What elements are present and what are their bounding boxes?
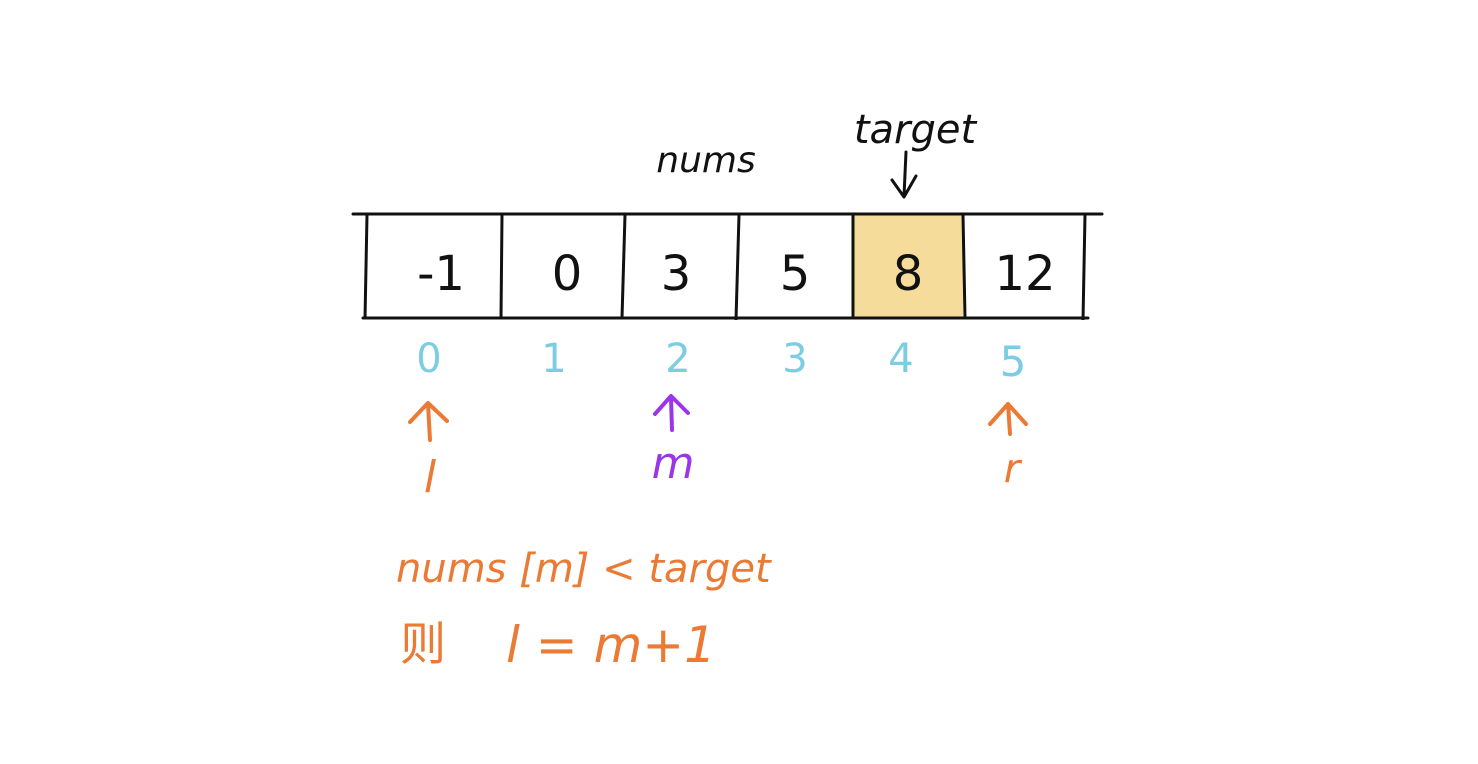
pointer-l-label: l	[424, 452, 437, 503]
pointer-l-arrow	[408, 401, 449, 442]
array-value: 12	[994, 246, 1055, 302]
cell-divider	[620, 214, 627, 319]
cell-divider	[1081, 214, 1087, 321]
array-index: 0	[416, 336, 441, 382]
array-name-label: nums	[656, 140, 755, 181]
array-value: 5	[780, 246, 811, 302]
update-text: l = m+1	[506, 616, 716, 674]
array-index: 1	[541, 336, 566, 382]
array-value: 3	[661, 246, 692, 302]
pointer-r-label: r	[1004, 446, 1023, 492]
target-label: target	[854, 107, 978, 153]
pointer-m-arrow	[653, 394, 690, 432]
array-value: -1	[417, 246, 465, 302]
array-value: 0	[552, 246, 583, 302]
target-cell-highlight	[853, 215, 963, 318]
cell-divider	[961, 214, 967, 319]
array-value: 8	[893, 246, 924, 302]
pointer-m-label: m	[652, 438, 695, 489]
array-index: 5	[1000, 337, 1027, 386]
condition-text: nums [m] < target	[396, 546, 772, 592]
cell-divider	[363, 214, 369, 320]
target-arrow	[890, 150, 918, 199]
cell-divider	[499, 214, 504, 319]
array-index: 4	[888, 336, 913, 382]
cell-divider	[734, 214, 741, 321]
pointer-r-arrow	[988, 402, 1028, 436]
update-prefix: 则	[400, 617, 446, 671]
array-index: 2	[665, 336, 690, 382]
array-index: 3	[782, 336, 807, 382]
